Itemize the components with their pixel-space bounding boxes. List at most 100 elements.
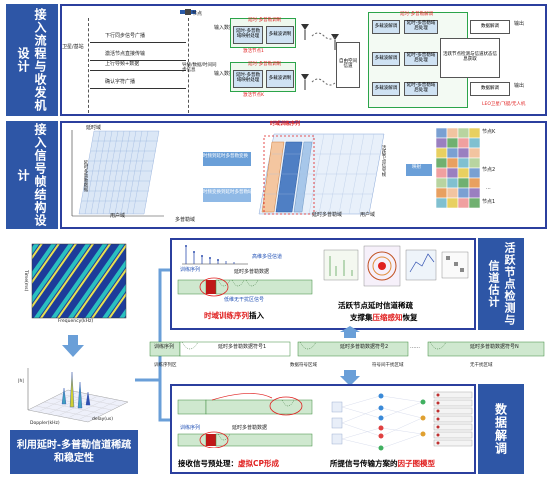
rx-demod-1: 多载波解调 — [372, 20, 400, 34]
property-title-text: 利用延时-多普勒信道稀疏和稳定性 — [16, 439, 132, 465]
satellite-icon — [180, 9, 196, 15]
row-lab3: 符号间干扰区域 — [372, 363, 404, 368]
dd-transform-label: 时频变换到延时多普勒域 — [203, 190, 253, 195]
detect-dd-data: 延时多普勒数据 — [234, 269, 270, 275]
step-4: 确认字符广播 — [105, 79, 136, 85]
map-label: 映射 — [412, 165, 421, 170]
right-lifeline — [188, 18, 189, 113]
decode-training: 训练序列 — [180, 425, 201, 431]
tx-top-header: 延时-多普勒调制 — [248, 18, 282, 23]
surface-x-label: Doppler(kHz) — [30, 421, 60, 426]
frame-inverse-label: 延时多普勒域 — [312, 212, 343, 218]
decode-title: 数据解调 — [478, 384, 524, 474]
step-3-arrow — [90, 70, 186, 71]
sync-label: 导频/数据/时间同步信息 — [182, 63, 217, 73]
frame-delay-axis: 延时域 — [86, 125, 102, 131]
tx-bottom-active: 激活节点K — [243, 93, 264, 98]
step-2: 激活节点直接传输 — [105, 51, 146, 57]
row-seg3: 延时多普勒数据符号N — [470, 344, 519, 350]
detect-frame-strip — [177, 277, 313, 297]
rx-header: 延时-多普勒解调 — [400, 12, 434, 17]
frame-row-strip — [149, 341, 545, 357]
detect-sparse-title: 活跃节点延时信道稀疏 — [338, 301, 413, 310]
cs-recovery-graphics — [323, 245, 469, 287]
tx-top-input: 输入数据 — [214, 25, 235, 31]
tx-top-block1: 延时-多普勒域映射处理 — [233, 26, 263, 44]
heatmap-x-label: Frequency(kHz) — [58, 319, 94, 324]
tx-top-block2: 多载波调制 — [266, 26, 294, 44]
decode-title-text: 数据解调 — [493, 403, 508, 455]
rx-data-1: 数据解调 — [470, 20, 510, 34]
leo-label: LEO卫星/飞艇/无人机 — [482, 102, 526, 107]
row-seg1: 训练序列 — [154, 344, 175, 350]
detect-insert-title-a: 时域训练序列 — [204, 311, 249, 320]
antenna-icons — [301, 24, 339, 90]
rx-proc-3: 延时-多普勒域后处理 — [404, 82, 438, 96]
decode-preprocess: 接收信号预处理：虚拟CP形成 — [178, 458, 279, 469]
rx-demod-3: 多载波解调 — [372, 82, 400, 96]
heatmap-y-label: Time(ms) — [22, 270, 28, 292]
frame-user-axis: 用户域 — [110, 213, 126, 219]
decode-factor-a: 所提信号传输方案的 — [330, 459, 398, 468]
detect-zero-guard-text: 低维无干扰区信号 — [224, 297, 265, 303]
rx-detect: 活跃节点检测与信道状态信息获取 — [440, 38, 500, 78]
detect-high-dim: 高维多径信道 — [252, 254, 283, 261]
tf-transform-arrow — [203, 152, 251, 166]
dd-heatmap — [31, 243, 127, 319]
rx-proc-1: 延时-多普勒域后处理 — [404, 20, 438, 34]
detect-support-a: 支撑集 — [350, 313, 373, 322]
step-1-arrow — [90, 42, 186, 43]
detect-insert-title: 时域训练序列插入 — [204, 310, 264, 321]
frame-doppler-axis: 多普勒域 — [175, 217, 196, 223]
node-dots: ... — [486, 185, 491, 191]
rx-data-2: 数据解调 — [470, 82, 510, 96]
decode-preprocess-b: 虚拟CP形成 — [238, 459, 280, 468]
decode-dd-data: 延时多普勒数据 — [232, 425, 268, 431]
factor-graph — [331, 391, 473, 451]
frame-title: 接入信号帧结构设计 — [6, 121, 58, 229]
tx-bottom-header: 延时-多普勒调制 — [248, 62, 282, 67]
surface-y-label: delay(us) — [92, 417, 114, 422]
detect-high-dim-text: 高维多径信道 — [252, 254, 283, 260]
output-1: 输出 — [514, 21, 525, 27]
detect-support: 支撑集压缩感知恢复 — [350, 312, 418, 323]
step-1: 下行同步信号广播 — [105, 33, 146, 39]
decode-preprocess-a: 接收信号预处理： — [178, 459, 238, 468]
decode-factor-b: 因子图模型 — [397, 459, 436, 468]
tf-transform-label: 时频到延时多普勒变换 — [203, 154, 248, 159]
detect-zero-guard: 低维无干扰区信号 — [224, 297, 265, 304]
channel-box: 自由空间信道 — [336, 42, 360, 88]
tx-bottom-input: 输入数据 — [214, 71, 235, 77]
frame-doppler-data: 延时多普勒数据 — [82, 160, 88, 192]
frame-delay-cols-label: 活跃节点信号帧 — [380, 145, 386, 177]
row-seg1b: 延时多普勒数据符号1 — [218, 344, 267, 350]
process-title: 接入流程与收发机设计 — [6, 4, 58, 116]
frame-title-text: 接入信号帧结构设计 — [16, 123, 47, 227]
detect-insert-title-b: 插入 — [249, 311, 264, 320]
row-lab1: 训练序列区 — [154, 363, 177, 368]
detect-training: 训练序列 — [180, 267, 201, 273]
decode-frame-strip — [177, 393, 313, 448]
dd-transform-arrow — [203, 188, 251, 202]
row-seg2: 延时多普勒数据符号2 — [340, 344, 389, 350]
rx-demod-2: 多载波解调 — [372, 52, 400, 66]
node-color-grid — [436, 128, 480, 209]
satellite-label: 卫星/基站 — [62, 44, 84, 50]
node-1-label: 节点1 — [482, 199, 496, 205]
output-2: 输出 — [514, 83, 525, 89]
node-2-label: 节点2 — [482, 167, 496, 173]
detect-support-b: 压缩感知 — [372, 313, 403, 322]
detect-title-text: 活跃节点检测与信道估计 — [487, 242, 516, 326]
surface-z-label: |h| — [18, 379, 24, 384]
process-title-text: 接入流程与收发机设计 — [16, 8, 47, 112]
step-2-arrow — [90, 60, 186, 61]
detect-title: 活跃节点检测与信道估计 — [478, 238, 524, 330]
node-k-label: 节点K — [482, 129, 496, 135]
tx-top-active: 激活节点1 — [243, 49, 264, 54]
detect-support-c: 恢复 — [402, 313, 418, 322]
rx-proc-2: 延时-多普勒域后处理 — [404, 52, 438, 66]
dd-surface — [27, 368, 129, 423]
up-arrows — [340, 326, 360, 386]
tx-bottom-block1: 延时-多普勒域映射处理 — [233, 70, 263, 88]
map-arrow — [406, 164, 432, 176]
